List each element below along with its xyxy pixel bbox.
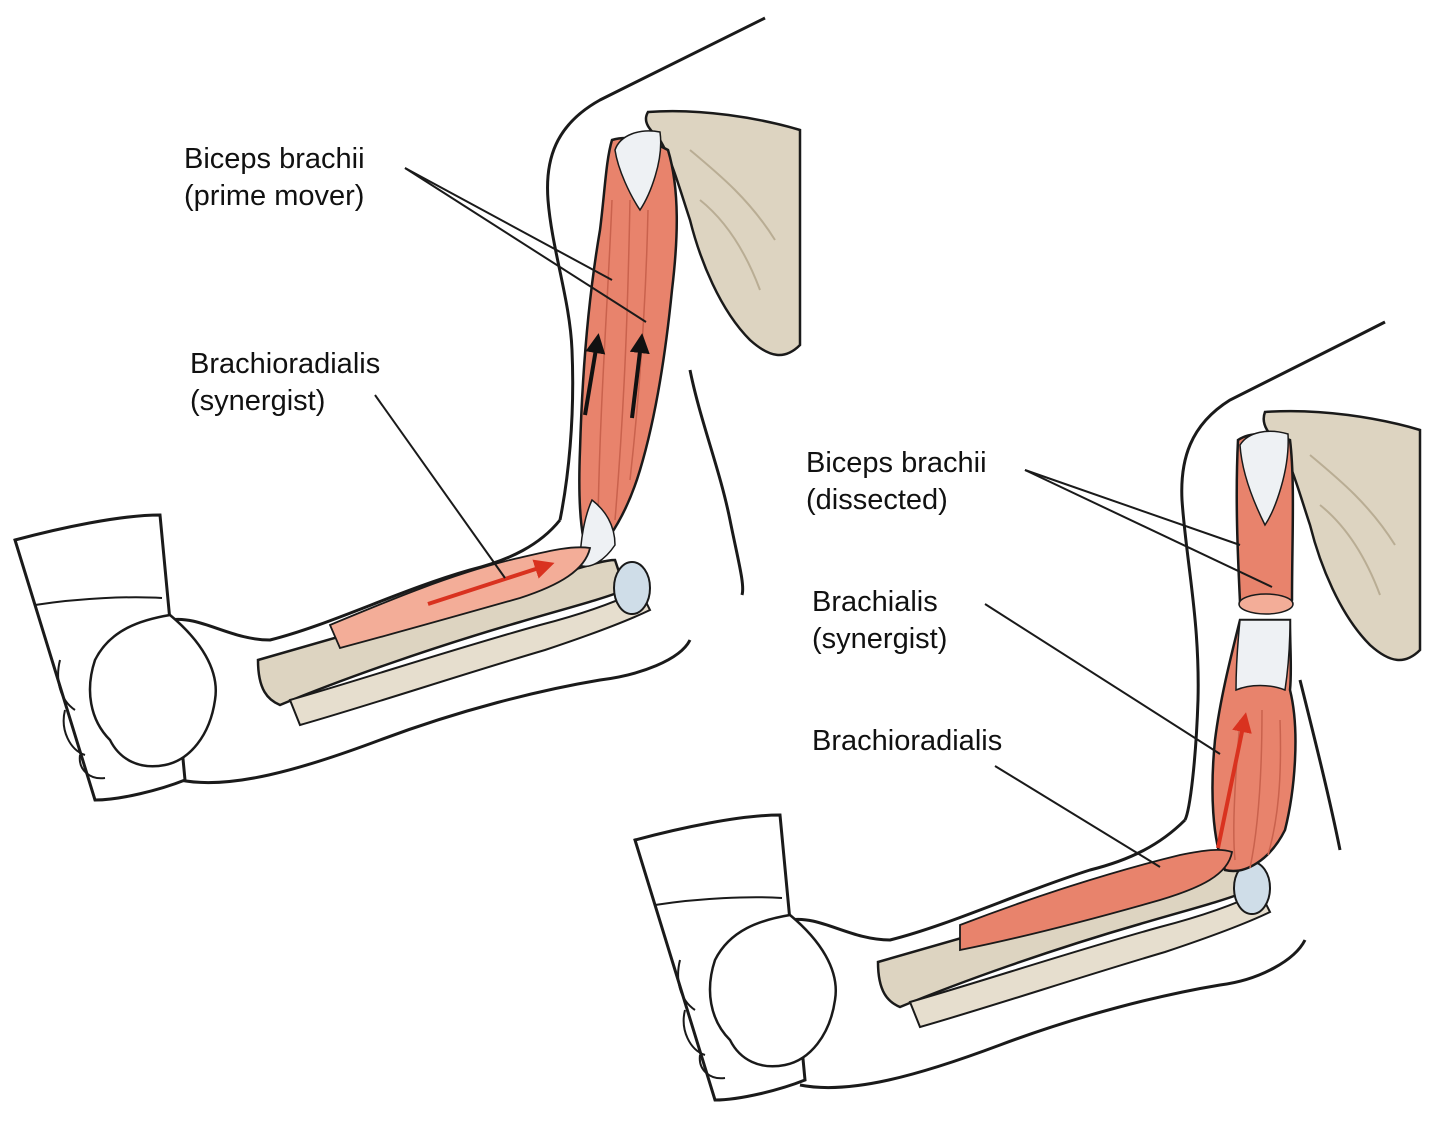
left-arm <box>13 16 802 802</box>
right-biceps-tendon-top <box>1239 430 1289 527</box>
left-biceps-arrow-1 <box>583 333 606 416</box>
left-brachioradialis-label-name: Brachioradialis <box>190 348 381 380</box>
right-brachialis-leader <box>984 603 1221 755</box>
right-glass-water <box>654 896 783 906</box>
left-shoulder-outline <box>546 16 766 521</box>
left-forearm-outline <box>169 519 692 785</box>
right-brachioradialis-leader <box>994 765 1161 868</box>
right-biceps-label-role: (dissected) <box>806 484 948 516</box>
right-brachialis-label-role: (synergist) <box>812 623 948 655</box>
right-biceps-leader-1 <box>1024 469 1241 546</box>
right-fingers <box>677 959 726 1080</box>
left-biceps-arrow-2 <box>629 333 650 419</box>
right-brachioradialis-label-name: Brachioradialis <box>812 725 1003 757</box>
right-ulna <box>908 890 1272 1029</box>
right-biceps-leader-2 <box>1024 469 1273 588</box>
right-biceps-label-name: Biceps brachii <box>806 447 987 479</box>
right-brachialis-arrow <box>1216 712 1252 849</box>
left-biceps-leader-2 <box>404 167 647 323</box>
right-scapula-detail <box>1309 454 1396 596</box>
left-ulna <box>288 588 652 727</box>
left-elbow-joint <box>613 561 651 615</box>
left-brachioradialis-leader <box>374 394 506 579</box>
left-brachioradialis-label-role: (synergist) <box>190 385 326 417</box>
left-biceps-label-role: (prime mover) <box>184 180 365 212</box>
left-glass-water <box>34 596 163 606</box>
right-brachioradialis-muscle <box>959 848 1234 952</box>
right-hand <box>708 913 838 1068</box>
left-biceps-tendon-top <box>614 130 662 212</box>
right-back-outline <box>1298 679 1342 851</box>
right-biceps-cut-surface <box>1238 593 1294 615</box>
right-shoulder-outline <box>1180 320 1386 821</box>
left-brachioradialis-arrow <box>427 559 555 606</box>
left-biceps-label-name: Biceps brachii <box>184 143 365 175</box>
left-hand <box>88 613 218 768</box>
right-brachialis-tendon <box>1235 619 1291 692</box>
right-arm <box>633 320 1422 1102</box>
left-fingers <box>57 659 106 780</box>
left-biceps-leader-1 <box>404 167 613 281</box>
left-biceps-muscle <box>578 136 678 563</box>
right-brachialis-label-name: Brachialis <box>812 586 938 618</box>
left-back-outline <box>688 369 745 596</box>
left-scapula-detail <box>689 149 776 291</box>
